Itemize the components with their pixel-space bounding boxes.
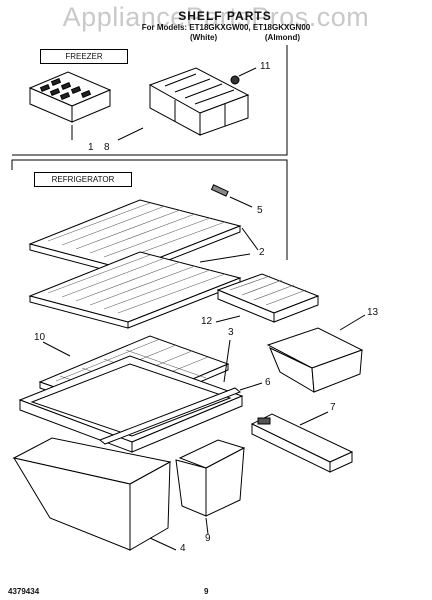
callout-3: 3 [228, 327, 234, 338]
section-frames [11, 45, 288, 260]
clip-part [230, 67, 257, 85]
diagram-title: SHELF PARTS [178, 9, 272, 23]
callout-7: 7 [330, 402, 336, 413]
color-almond-label: (Almond) [264, 33, 300, 42]
crisper-drawer-right-part [175, 439, 246, 535]
callout-5: 5 [257, 205, 263, 216]
callout-10: 10 [34, 332, 46, 343]
callout-2: 2 [259, 247, 265, 258]
shelf-clip-part [210, 184, 253, 208]
callout-8: 8 [104, 142, 110, 153]
callout-9: 9 [205, 533, 211, 544]
small-crisper-drawer-part [266, 314, 366, 393]
small-crisper-cover-part [215, 273, 320, 323]
color-white-label: (White) [190, 33, 218, 42]
trim-strip-part [99, 382, 263, 445]
callout-4: 4 [180, 543, 186, 554]
freezer-frame-line [12, 45, 288, 156]
callout-6: 6 [265, 377, 271, 388]
color-labels: (White) (Almond) [190, 33, 300, 42]
freezer-shelf-part [117, 67, 250, 141]
section-label-freezer: FREEZER [40, 49, 128, 64]
section-label-refrigerator: REFRIGERATOR [34, 172, 132, 187]
crisper-drawer-left-part [12, 437, 177, 551]
drawer-rail-part [250, 411, 354, 473]
model-numbers: For Models: ET18GKXGW00, ET18GKXGN00 [141, 23, 311, 32]
callout-12: 12 [201, 316, 213, 327]
document-number: 4379434 [8, 587, 40, 596]
glass-shelf-lower [28, 251, 251, 329]
callout-11: 11 [260, 61, 271, 72]
callout-1: 1 [88, 142, 94, 153]
watermark: AppliancePartsPros.com [62, 2, 370, 32]
page-number: 9 [204, 587, 209, 596]
refrigerator-frame-line [11, 159, 288, 260]
ice-tray-part [28, 71, 112, 140]
callout-13: 13 [367, 307, 379, 318]
